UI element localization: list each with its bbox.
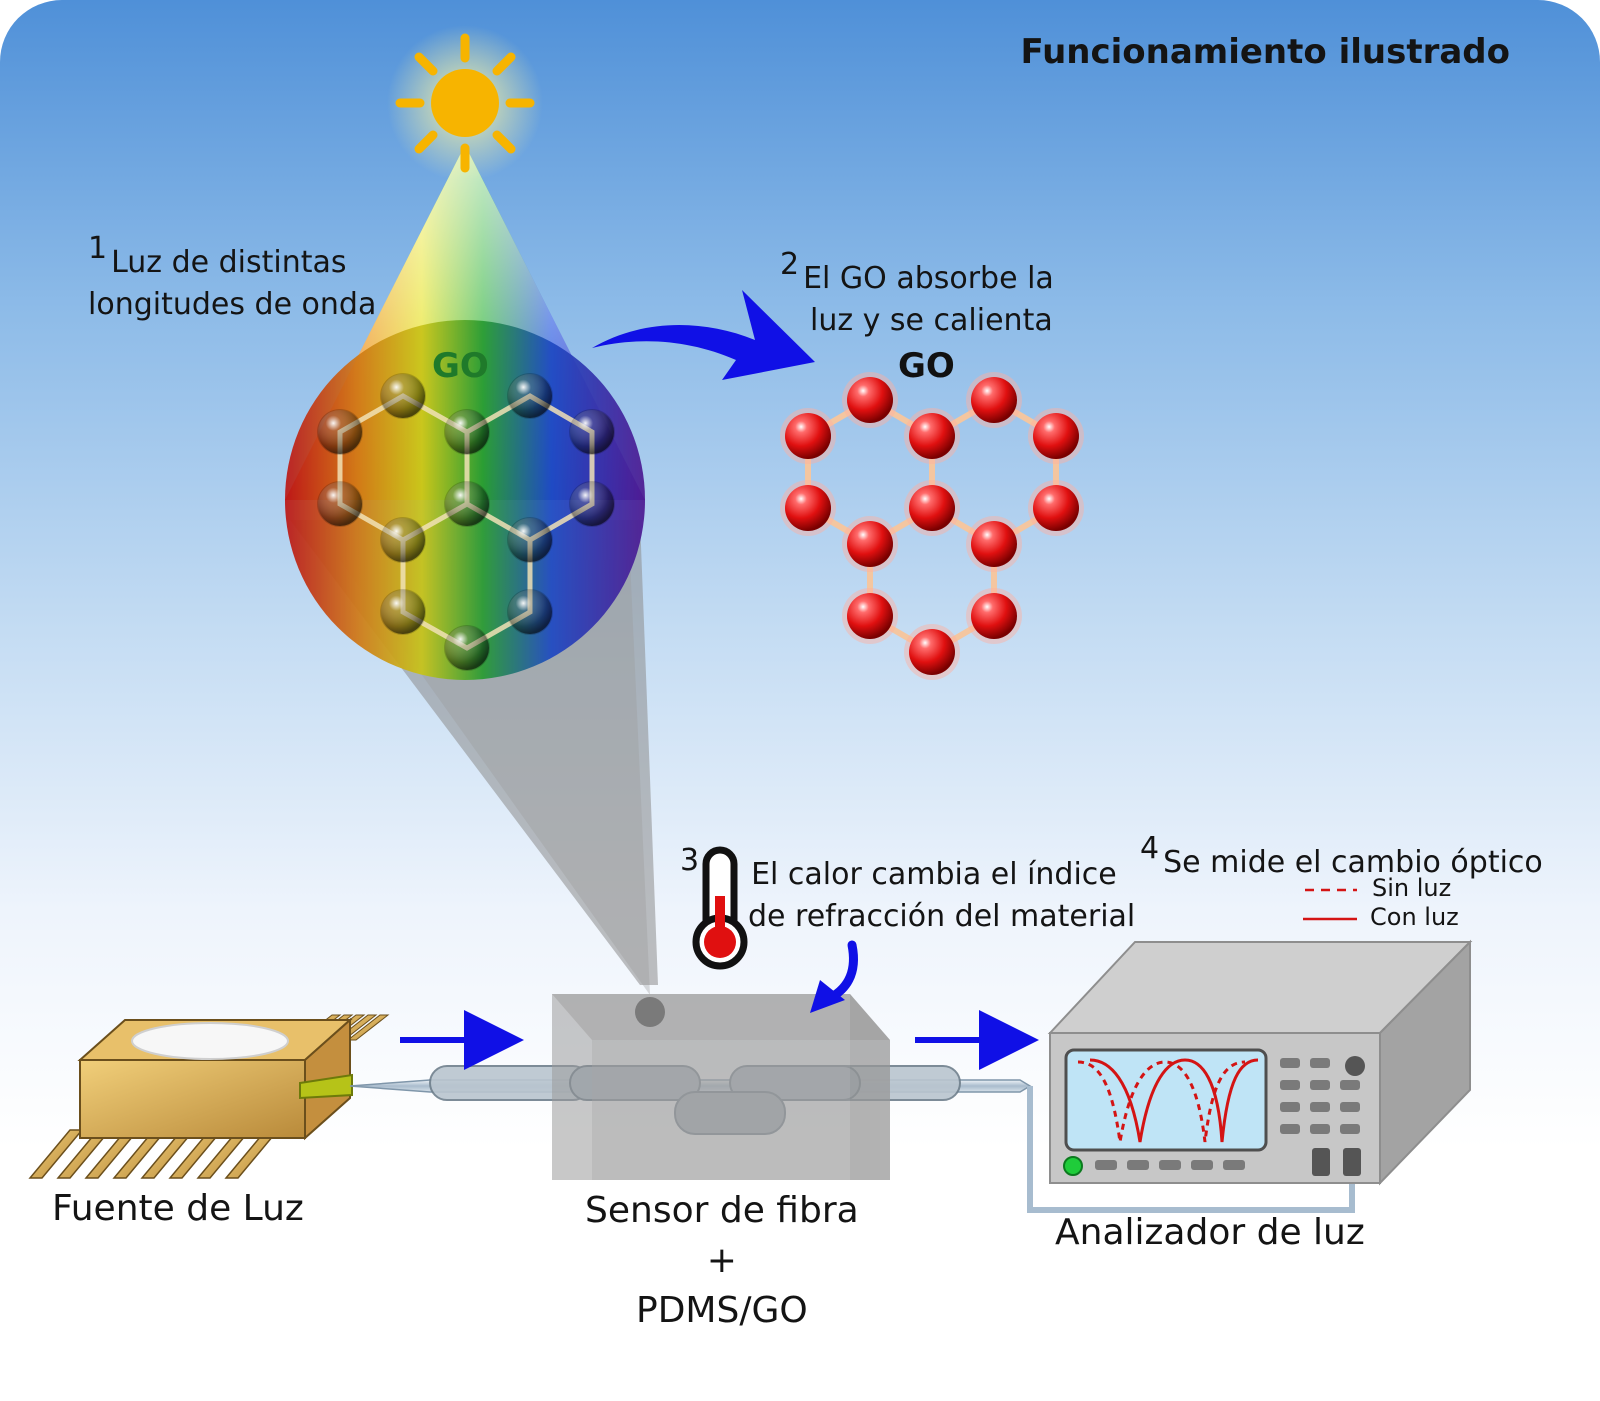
atom: [842, 516, 898, 572]
atom: [569, 481, 615, 527]
analyzer-key: [1340, 1080, 1360, 1090]
spectrum-curve-with-light: [1089, 1058, 1259, 1143]
analyzer-key: [1310, 1058, 1330, 1068]
step-text: luz y se calienta: [810, 303, 1053, 338]
step-3-label: 3 El calor cambia el índice de refracción…: [680, 840, 1135, 938]
atom: [380, 589, 426, 635]
analyzer-key: [1340, 1102, 1360, 1112]
legend-with-light: Con luz: [1370, 903, 1459, 931]
atom: [780, 480, 836, 536]
step-number: 4: [1140, 831, 1160, 866]
atom: [444, 481, 490, 527]
go-label-heated: GO: [898, 346, 955, 386]
analyzer-key: [1280, 1058, 1300, 1068]
go-spectrum-circle: [285, 320, 645, 680]
analyzer-key: [1310, 1124, 1330, 1134]
fiber-sensor-box: [552, 994, 890, 1180]
light-source-device: [28, 1014, 390, 1179]
atom: [904, 624, 960, 680]
atom: [780, 408, 836, 464]
analyzer-key: [1095, 1160, 1117, 1170]
curved-arrow-icon: [825, 940, 858, 1003]
legend-without-light: Sin luz: [1372, 874, 1452, 902]
analyzer-key: [1310, 1102, 1330, 1112]
atom: [317, 481, 363, 527]
step-text: Luz de distintas: [111, 245, 347, 280]
analyzer-key: [1280, 1080, 1300, 1090]
sensor-label-line: Sensor de fibra: [585, 1190, 859, 1231]
atom: [904, 480, 960, 536]
atom: [317, 409, 363, 455]
atom: [569, 409, 615, 455]
step-text: Se mide el cambio óptico: [1163, 845, 1543, 880]
atom: [507, 517, 553, 563]
thermometer-icon: [692, 846, 748, 970]
atom: [842, 588, 898, 644]
step-number: 1: [88, 231, 108, 266]
analyzer-key: [1191, 1160, 1213, 1170]
step-text: El GO absorbe la: [803, 261, 1054, 296]
step-text: El calor cambia el índice: [751, 857, 1117, 892]
analyzer-key: [1223, 1160, 1245, 1170]
step-text: de refracción del material: [748, 899, 1136, 934]
sun-icon: [387, 25, 543, 181]
spectrum-curve-without-light: [1077, 1060, 1246, 1143]
analyzer-label: Analizador de luz: [1055, 1212, 1365, 1253]
go-heated-structure: [780, 372, 1084, 680]
atom: [1028, 480, 1084, 536]
atom: [444, 409, 490, 455]
sensor-label-line: +: [706, 1240, 737, 1281]
sensor-label: Sensor de fibra + PDMS/GO: [585, 1186, 859, 1336]
atom: [507, 589, 553, 635]
analyzer-key: [1159, 1160, 1181, 1170]
atom: [507, 373, 553, 419]
atom: [966, 588, 1022, 644]
step-number: 3: [680, 843, 700, 878]
analyzer-key: [1310, 1080, 1330, 1090]
analyzer-key: [1280, 1124, 1300, 1134]
go-label-spectrum: GO: [432, 346, 489, 386]
atom: [380, 517, 426, 563]
page-title: Funcionamiento ilustrado: [1020, 32, 1510, 72]
sensor-label-line: PDMS/GO: [635, 1290, 808, 1331]
analyzer-key: [1340, 1124, 1360, 1134]
light-source-label: Fuente de Luz: [52, 1188, 304, 1229]
atom: [904, 408, 960, 464]
analyzer-key: [1280, 1102, 1300, 1112]
atom: [842, 372, 898, 428]
analyzer-key: [1127, 1160, 1149, 1170]
pin: [346, 1014, 390, 1041]
step-number: 2: [780, 247, 800, 282]
step-text: longitudes de onda: [88, 287, 377, 322]
atom: [966, 516, 1022, 572]
curved-arrow-icon: [592, 290, 815, 380]
atom: [1028, 408, 1084, 464]
pin: [28, 1129, 84, 1179]
atom: [444, 625, 490, 671]
atom: [380, 373, 426, 419]
atom: [966, 372, 1022, 428]
light-analyzer-device: [1047, 939, 1473, 1186]
